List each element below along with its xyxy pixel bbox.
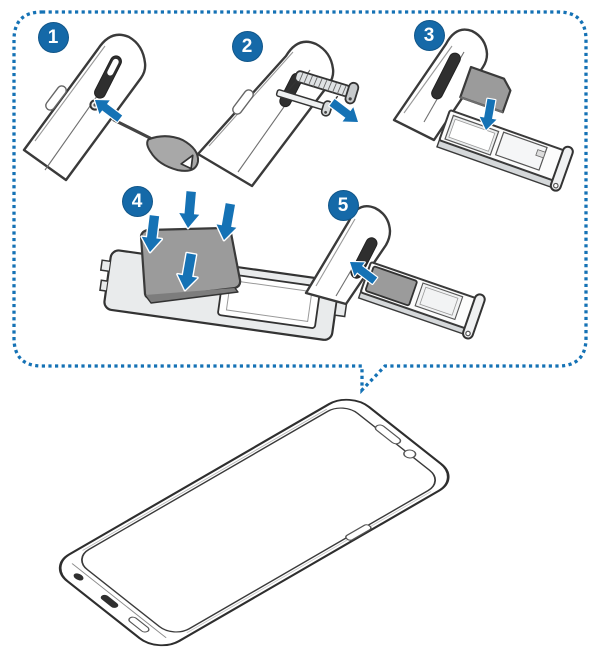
step-1-illustration [22, 33, 200, 182]
step-2-illustration [196, 40, 365, 188]
bezel-line [34, 45, 106, 142]
front-camera [403, 449, 417, 459]
phone-corner [196, 40, 335, 188]
step-5-number: 5 [337, 194, 349, 216]
tray-slot [94, 55, 122, 99]
tray-slot [431, 52, 461, 100]
ejection-pin-shaft [112, 118, 152, 140]
side-key [232, 89, 254, 115]
step-1-number: 1 [47, 26, 59, 48]
usb-port [100, 594, 119, 608]
step-4-illustration [99, 189, 348, 341]
bezel-line [403, 45, 453, 114]
callout-dotted-border [12, 10, 588, 395]
side-key [45, 85, 67, 111]
tray-end-cap [462, 293, 486, 340]
step-5-badge: 5 [327, 189, 359, 221]
step-1-badge: 1 [37, 21, 69, 53]
phone-illustration [58, 398, 450, 647]
phone-corner [22, 33, 147, 182]
memory-card-slot [414, 282, 464, 321]
tray-end-cap [549, 145, 574, 192]
sim-card-edge-shadow [144, 287, 239, 304]
step-3-number: 3 [423, 24, 435, 46]
bottom-speaker [128, 616, 150, 633]
tray-removed [436, 109, 574, 192]
step-2-number: 2 [241, 35, 253, 57]
step-4-number: 4 [131, 190, 143, 212]
step-4-badge: 4 [121, 185, 153, 217]
tray-with-sim [357, 261, 486, 340]
bezel-line [315, 218, 356, 287]
step-3-badge: 3 [413, 19, 445, 51]
side-key [345, 524, 372, 541]
sim-card [459, 65, 512, 114]
step-3-illustration [392, 28, 574, 192]
ejection-pin-head [146, 135, 200, 172]
earpiece-speaker [374, 424, 402, 445]
step-2-badge: 2 [231, 30, 263, 62]
headphone-jack [73, 573, 84, 581]
press-arrow-icon-top [176, 189, 203, 231]
memory-card-slot [494, 131, 548, 171]
